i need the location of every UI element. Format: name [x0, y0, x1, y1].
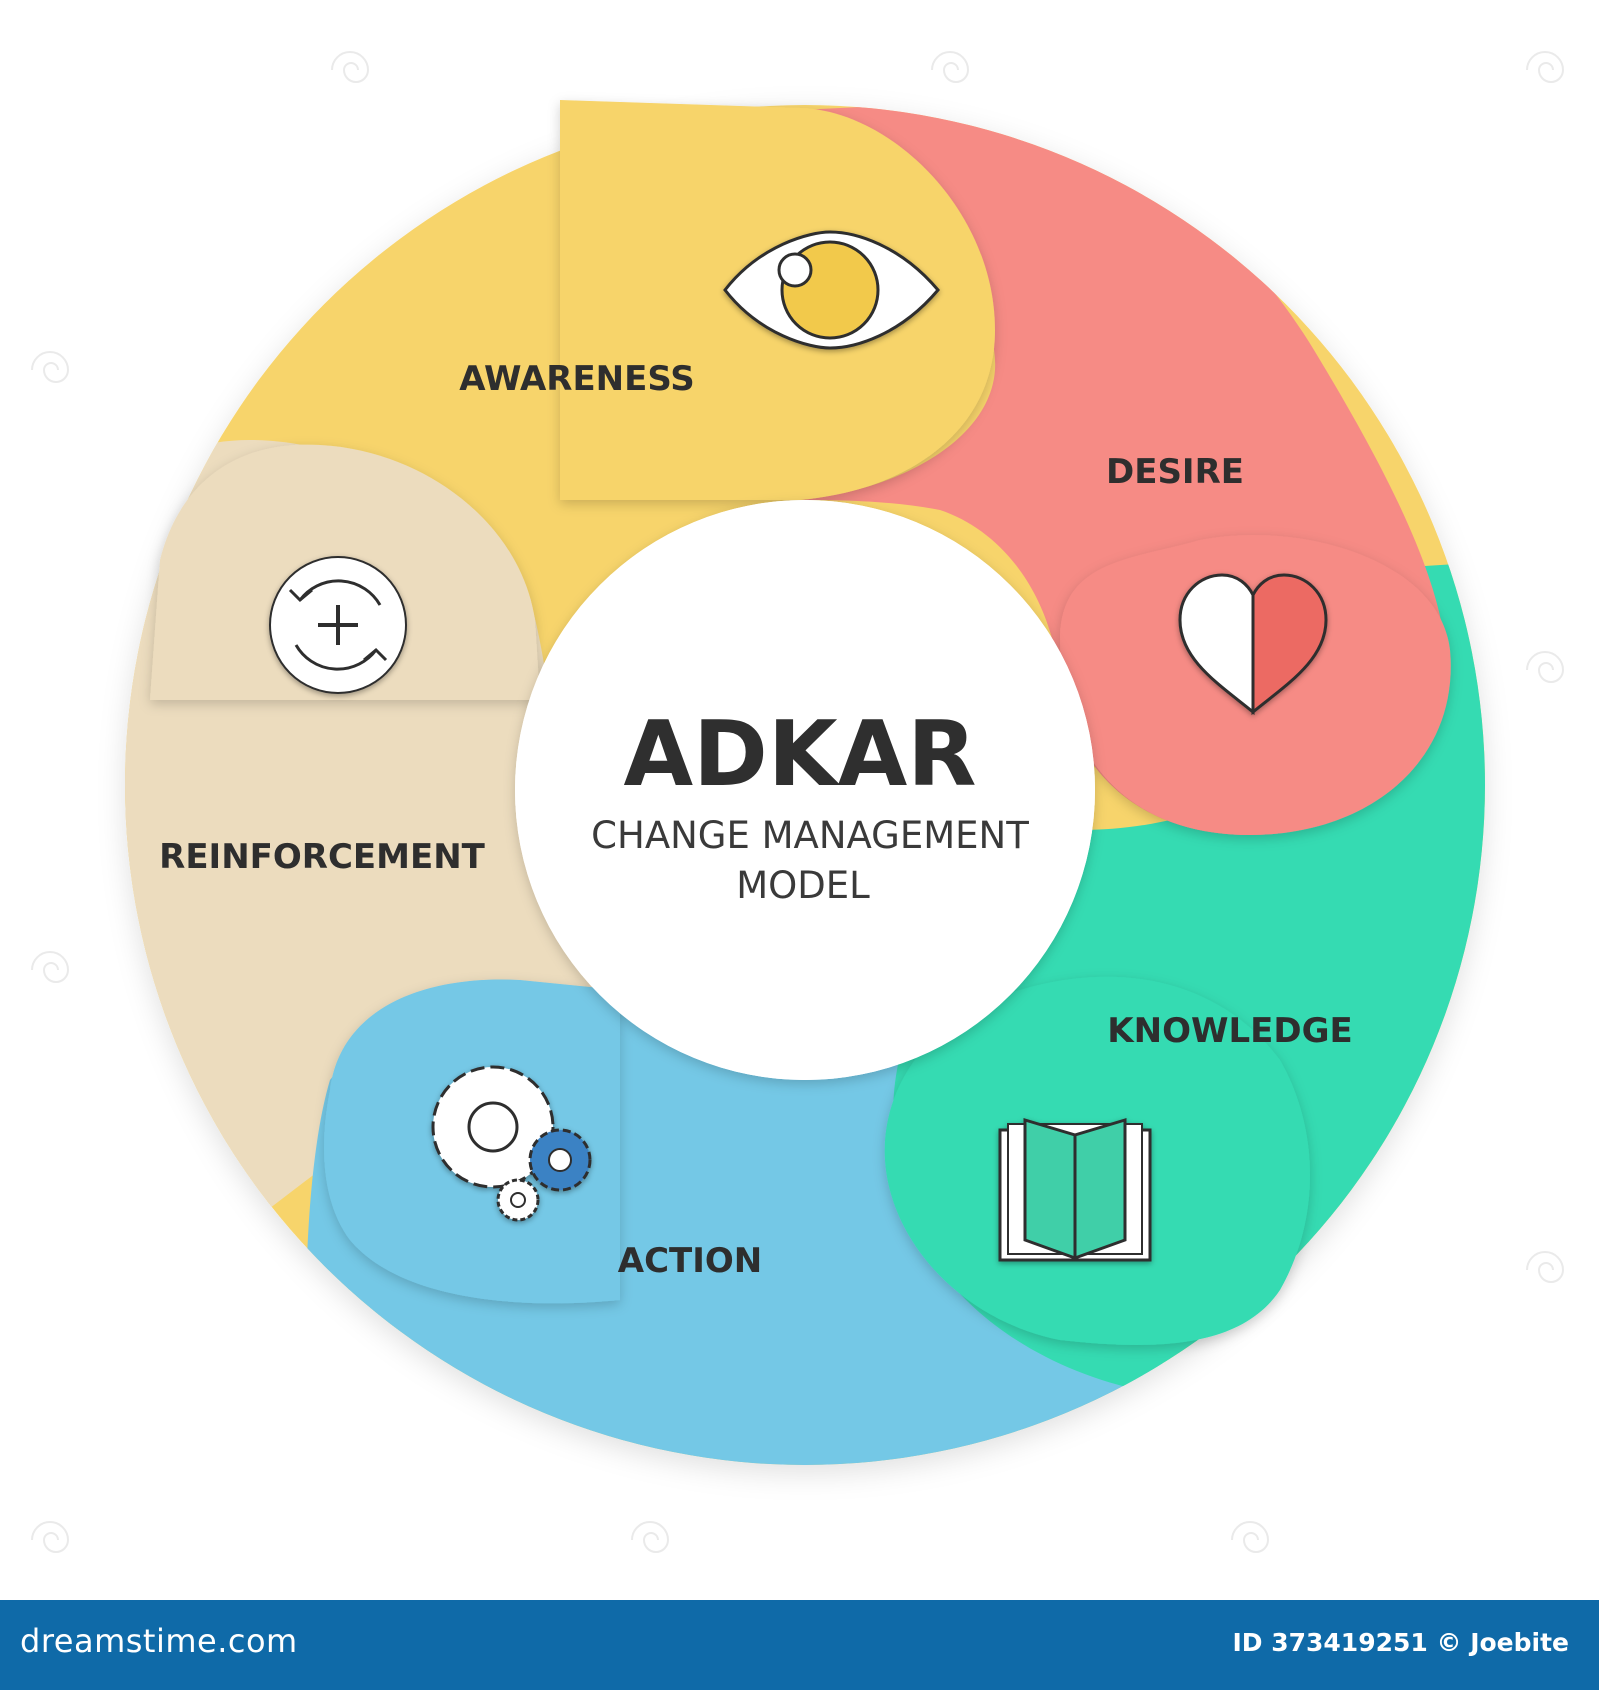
center-subtitle-line2: MODEL: [736, 864, 870, 907]
center-subtitle-line1: CHANGE MANAGEMENT: [591, 814, 1029, 857]
eye-icon: [723, 230, 940, 350]
label-action: ACTION: [618, 1241, 762, 1281]
watermark-pattern: [31, 51, 1565, 1553]
label-awareness: AWARENESS: [459, 359, 695, 399]
refresh-plus-icon: [269, 556, 407, 694]
label-reinforcement: REINFORCEMENT: [159, 837, 486, 877]
heart-icon: [1178, 573, 1328, 716]
footer-bar: dreamstime.com ID 373419251 © Joebite: [0, 1600, 1599, 1690]
center-title: ADKAR: [623, 702, 976, 807]
label-knowledge: KNOWLEDGE: [1107, 1011, 1352, 1051]
gears-icon: [431, 1065, 592, 1222]
footer-brand[interactable]: dreamstime.com: [20, 1622, 298, 1660]
book-icon: [998, 1117, 1152, 1262]
label-desire: DESIRE: [1106, 452, 1244, 492]
adkar-ring-diagram: ADKAR CHANGE MANAGEMENT MODEL AWARENESS …: [31, 51, 1565, 1553]
footer-id-credit: ID 373419251 © Joebite: [1232, 1628, 1569, 1657]
center-circle-fill: [515, 500, 1095, 1080]
